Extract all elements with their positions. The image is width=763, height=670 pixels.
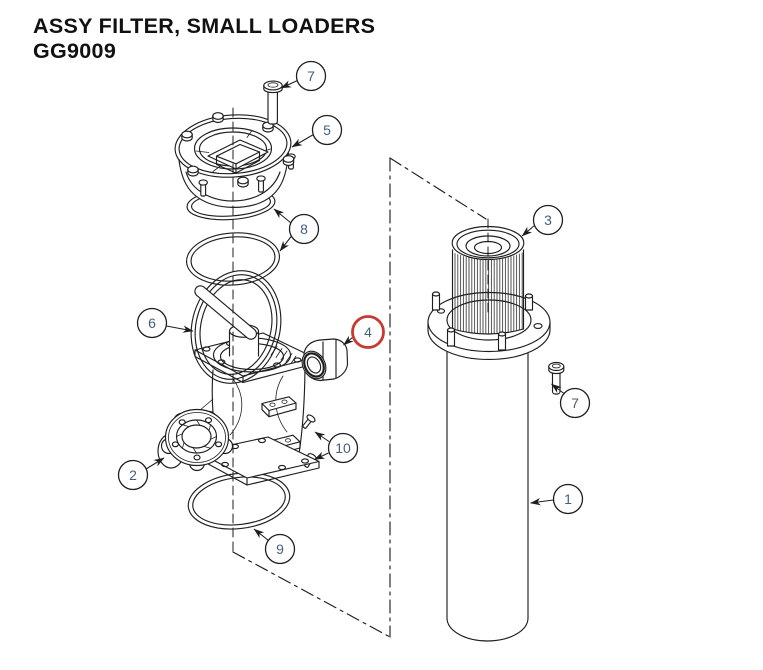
callout-circle[interactable]: [136, 307, 168, 339]
screw: [302, 414, 316, 429]
callout-leader-arrow: [521, 225, 535, 237]
callout-leader-arrow: [314, 451, 329, 460]
callout-number: 7: [307, 68, 315, 84]
callout-number: 8: [300, 221, 308, 237]
centerline-overlay: [232, 107, 489, 552]
callout-layer: 7 5 8 6 4 2 10 9 3 7 1: [117, 60, 591, 565]
callout-3[interactable]: 3: [521, 204, 564, 237]
callout-circle[interactable]: [288, 213, 320, 245]
cover-bolt: [256, 175, 266, 193]
callout-circle-highlighted[interactable]: [351, 315, 385, 349]
ring-handle-rod: [194, 285, 258, 340]
callout-number: 5: [323, 122, 331, 138]
flange-stud: [431, 291, 441, 311]
title-block: ASSY FILTER, SMALL LOADERS GG9009: [33, 14, 375, 65]
callout-5[interactable]: 5: [291, 114, 343, 148]
callout-leader-arrow: [551, 383, 565, 394]
bolt-right: [548, 361, 565, 395]
callout-leader-arrow: [530, 498, 554, 506]
inlet-port: [157, 408, 234, 472]
callout-circle[interactable]: [327, 432, 359, 464]
callout-4-highlighted[interactable]: 4: [343, 315, 385, 349]
callout-1[interactable]: 1: [530, 483, 584, 515]
o-ring-middle: [186, 232, 280, 286]
callout-number: 4: [364, 324, 372, 340]
callout-number: 6: [148, 315, 156, 331]
construction-lines: [232, 157, 487, 638]
hex-fitting: [301, 338, 349, 382]
filter-head-body: [157, 324, 320, 486]
flange-stud: [446, 327, 456, 347]
callout-number: 10: [335, 440, 351, 456]
callout-circle[interactable]: [552, 483, 584, 515]
callout-number: 9: [276, 541, 284, 557]
callout-circle[interactable]: [117, 459, 149, 491]
callout-circle[interactable]: [295, 60, 327, 92]
callout-leader-arrow: [314, 431, 330, 442]
callout-number: 3: [544, 212, 552, 228]
callout-leader-arrow: [166, 325, 194, 333]
bolt-top: [263, 80, 283, 125]
callout-9[interactable]: 9: [253, 528, 296, 565]
callout-circle[interactable]: [532, 204, 564, 236]
callout-10[interactable]: 10: [314, 431, 359, 464]
callout-leader-arrow: [145, 457, 165, 470]
callout-7[interactable]: 7: [280, 60, 327, 92]
filter-element: [451, 225, 525, 335]
callout-number: 1: [564, 491, 572, 507]
callout-circle[interactable]: [559, 387, 591, 419]
callout-8[interactable]: 8: [273, 208, 320, 252]
cover-retaining-ring: [190, 270, 282, 384]
callout-circle[interactable]: [264, 533, 296, 565]
cover-handle: [207, 130, 269, 174]
cover-bolt: [198, 179, 208, 197]
callout-2[interactable]: 2: [117, 457, 165, 491]
callout-leader-arrow: [291, 134, 314, 148]
filter-cover: [174, 112, 296, 208]
reservoir-tank: [446, 339, 529, 642]
callout-leader-arrow: [273, 208, 292, 224]
callout-circle[interactable]: [311, 114, 343, 146]
callout-number: 7: [571, 395, 579, 411]
callout-6[interactable]: 6: [136, 307, 194, 339]
diagram-part-number: GG9009: [33, 39, 117, 64]
flange-stud: [497, 331, 507, 351]
callout-leader-arrow: [253, 528, 269, 541]
callout-leader-arrow: [279, 235, 292, 252]
diagram-title: ASSY FILTER, SMALL LOADERS: [33, 14, 376, 38]
callout-leader-arrow: [343, 335, 354, 346]
callout-leader-arrow: [280, 80, 298, 89]
o-ring-bottom: [187, 472, 291, 530]
callout-number: 2: [129, 467, 137, 483]
callout-7[interactable]: 7: [551, 383, 591, 419]
flange-stud: [524, 293, 534, 311]
